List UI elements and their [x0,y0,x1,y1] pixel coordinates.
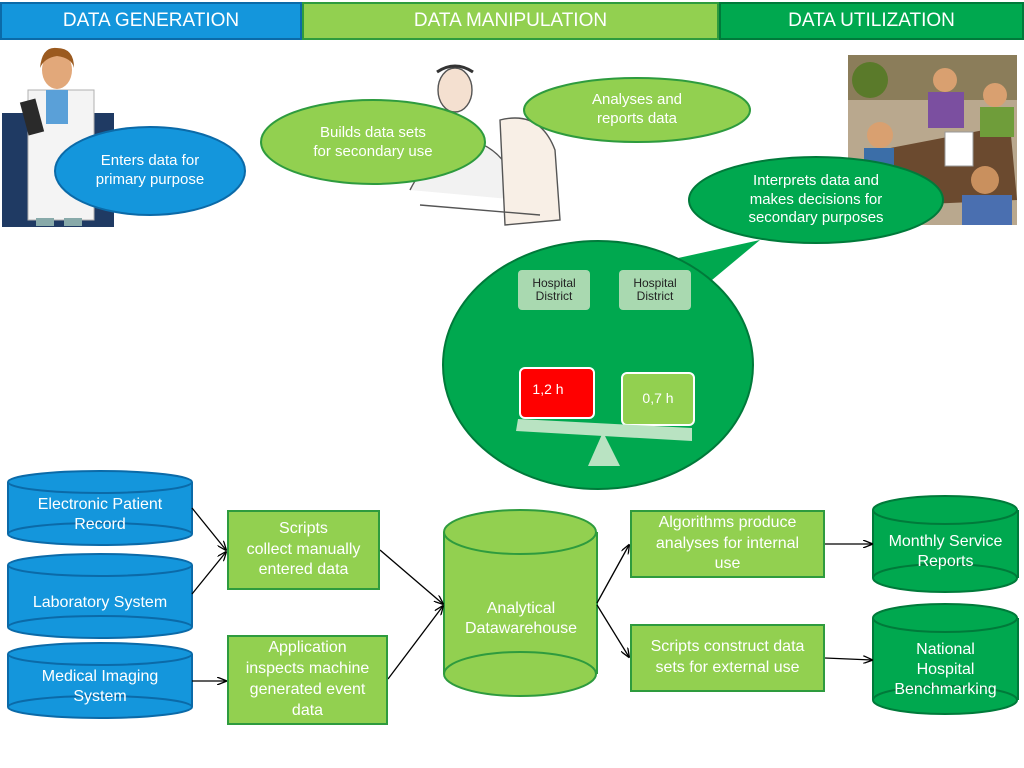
analyst-sketch-illustration [409,64,561,226]
flow-arrows [191,507,872,681]
cylinder-laboratory-system [7,553,193,639]
bubble-builds-data-text: Builds data sets for secondary use [313,124,433,160]
arrow-warehouse-to-algorithms [596,545,629,604]
bubble-interprets [688,156,944,244]
balance-beam [516,419,692,441]
box-scripts-construct: Scripts construct data sets for external… [630,624,825,692]
box-scripts-collect: Scripts collect manually entered data [227,510,380,590]
right-weight-value: 0,7 h [642,390,674,407]
cylinder-electronic-patient-record [7,470,193,546]
bubble-interprets-text: Interprets data and makes decisions for … [748,171,884,227]
balance-fulcrum [588,432,620,466]
arrow-scripts-to-warehouse [379,549,443,604]
left-weight [519,367,595,419]
left-district-box [518,270,590,310]
cylinder-monthly-service-reports [872,495,1019,593]
header-data-generation: DATA GENERATION [0,2,302,40]
right-district-box [619,270,691,310]
bubble-analyses-data-text: Analyses and reports data [591,91,683,127]
bubble-analyses-data [523,77,751,143]
arrow-warehouse-to-construct [596,604,629,657]
arrow-epr-to-scripts [191,507,226,550]
cylinder-national-hospital-benchmarking [872,603,1019,715]
left-district-label: Hospital District [532,275,576,303]
box-algorithms: Algorithms produce analyses for internal… [630,510,825,578]
cylinder-analytical-datawarehouse [443,509,598,697]
arrow-lab-to-scripts [191,552,226,595]
right-district-label: Hospital District [633,275,677,303]
right-weight [621,372,695,426]
source-epr-text: Electronic Patient Record [37,496,163,533]
source-imaging-text: Medical Imaging System [41,668,159,705]
arrow-construct-to-national [824,658,872,660]
header-data-manipulation: DATA MANIPULATION [302,2,719,40]
left-weight-value: 1,2 h [532,381,564,398]
output-national-text: National Hospital Benchmarking [894,641,997,698]
box-app-inspects: Application inspects machine generated e… [227,635,388,725]
bubble-enters-data-text: Enters data for primary purpose [95,152,205,188]
source-lab-text: Laboratory System [32,594,168,611]
output-monthly-text: Monthly Service Reports [888,533,1003,570]
bubble-enters-data [54,126,246,216]
bubble-builds-data [260,99,486,185]
cylinder-medical-imaging-system [7,642,193,719]
doctor-illustration [2,47,114,227]
warehouse-text: Analytical Datawarehouse [464,600,578,637]
arrow-app-to-warehouse [387,606,443,680]
header-data-utilization: DATA UTILIZATION [719,2,1024,40]
